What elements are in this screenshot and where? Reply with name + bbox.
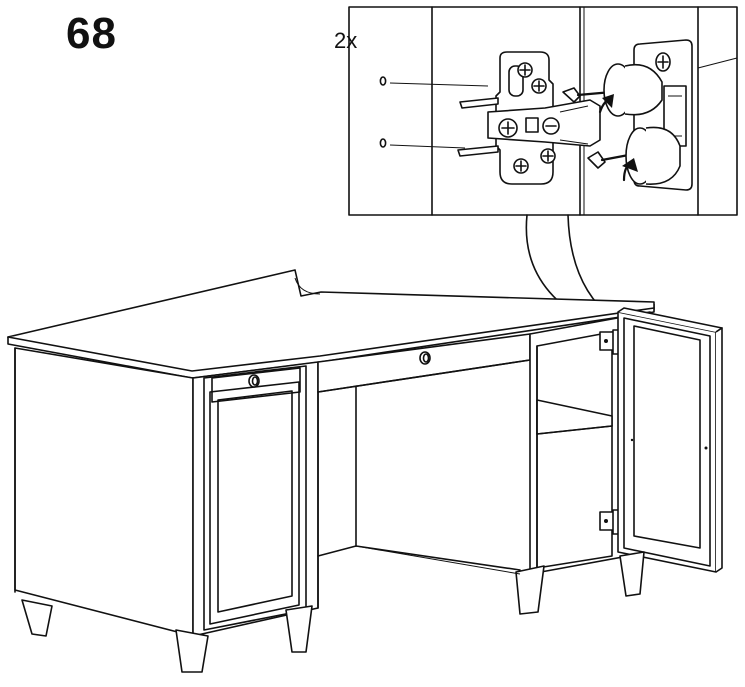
quantity-label: 2x (334, 28, 358, 53)
clockwise-arrow-upper-icon (598, 94, 614, 114)
drill-hole-lower (379, 138, 466, 149)
cabinet-door-open (617, 307, 723, 573)
detail-callout (348, 6, 738, 216)
step-number: 68 (66, 9, 117, 58)
drawer-knob-left (248, 374, 260, 388)
desk (7, 269, 723, 673)
desk-legs (21, 551, 645, 673)
screwdriver-lower (587, 126, 681, 185)
drill-hole-upper (379, 76, 489, 87)
drawer-knob-center (419, 351, 431, 365)
hinge-detail (457, 51, 601, 185)
clockwise-arrow-lower-icon (622, 158, 638, 182)
